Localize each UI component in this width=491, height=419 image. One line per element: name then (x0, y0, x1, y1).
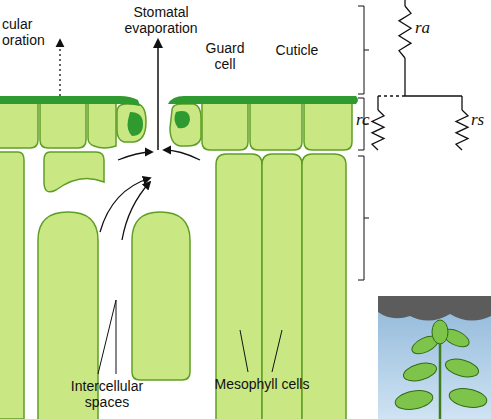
mesophyll-cell (0, 152, 346, 419)
bracket (358, 6, 369, 280)
resistor-network (372, 0, 468, 150)
part-label: Mesophyll cells (212, 376, 312, 392)
process-label: cular oration (2, 16, 58, 48)
part-label: Guard cell (200, 40, 250, 72)
epidermal-cell (0, 103, 352, 150)
evaporation-arrow (157, 40, 159, 150)
plant-picture (378, 296, 491, 419)
resistor-symbol (456, 110, 468, 150)
resistor-symbol (399, 6, 411, 58)
part-label: Intercellular spaces (52, 378, 162, 410)
leader-line (98, 300, 282, 374)
resistor-label: ra (415, 20, 445, 36)
evaporation-arrow (59, 40, 60, 96)
cuticle-layer (0, 96, 358, 106)
part-label: Cuticle (262, 42, 332, 58)
vapour-path-arrow (100, 150, 200, 240)
resistor-label: rc (356, 112, 376, 128)
resistor-symbol (372, 110, 384, 150)
resistor-label: rs (471, 112, 489, 128)
guard-cell (117, 104, 201, 146)
process-label: Stomatal evaporation (116, 4, 206, 36)
